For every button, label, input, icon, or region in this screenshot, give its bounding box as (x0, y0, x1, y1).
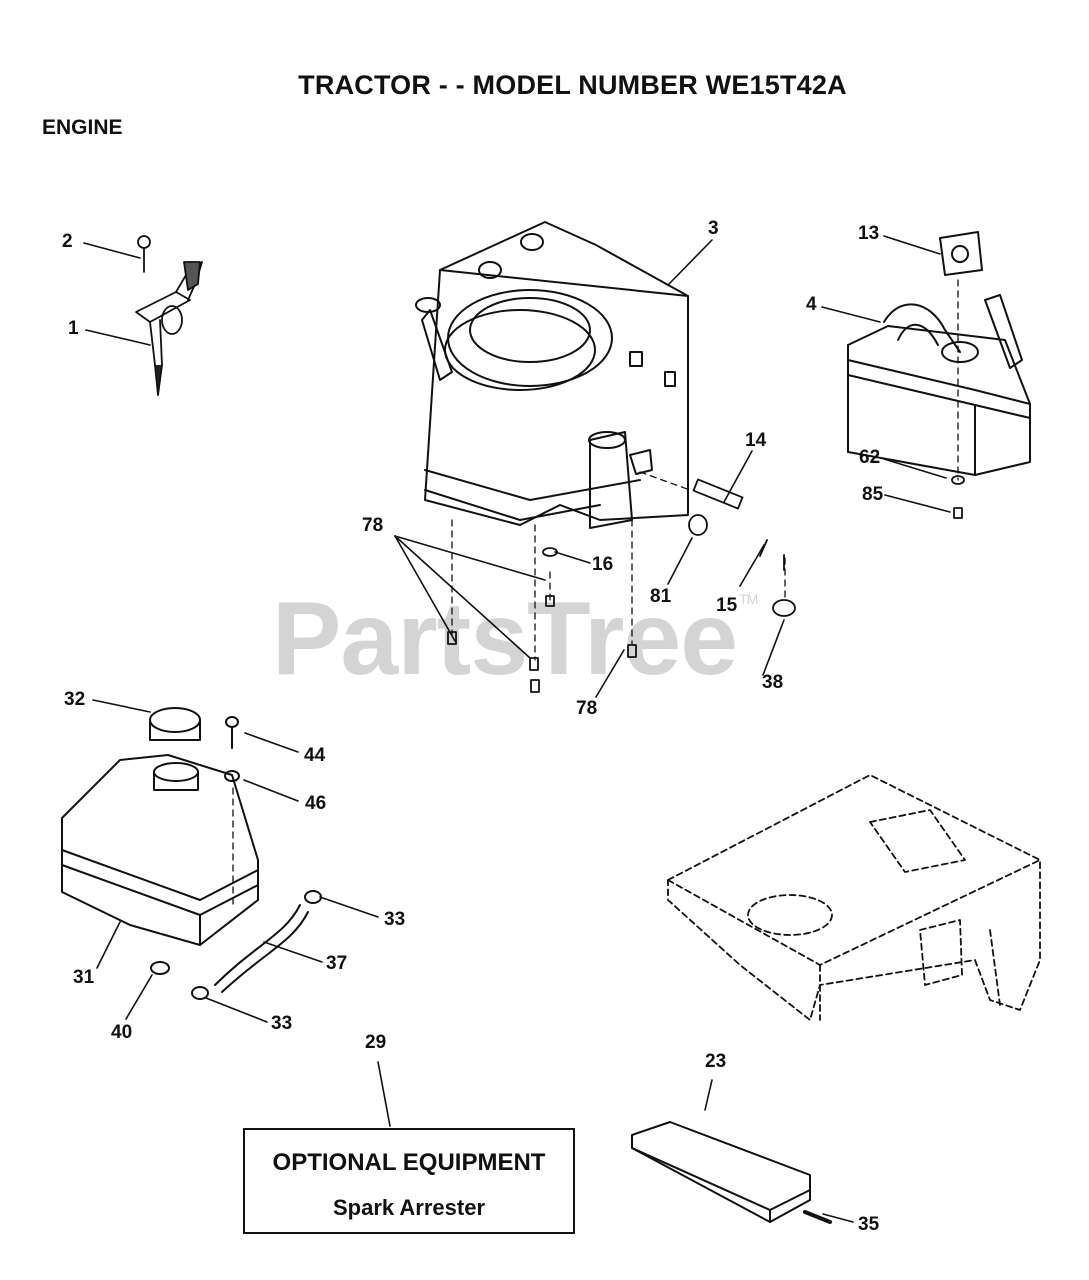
callout-40: 40 (111, 1022, 133, 1043)
callout-4: 4 (806, 294, 817, 315)
callout-62: 62 (859, 447, 881, 468)
callout-85: 85 (862, 484, 884, 505)
mounting-plate (667, 774, 1041, 1021)
callout-23: 23 (705, 1051, 727, 1072)
callout-33-lower: 33 (271, 1013, 293, 1034)
page-title: TRACTOR - - MODEL NUMBER WE15T42A (298, 70, 847, 100)
callout-1: 1 (68, 318, 79, 339)
callout-3: 3 (708, 218, 719, 239)
callout-15: 15 (716, 595, 738, 616)
shield (631, 1121, 832, 1224)
watermark-text: PartsTree (272, 581, 738, 697)
callout-32: 32 (64, 689, 86, 710)
callout-78-cluster: 78 (362, 515, 384, 536)
callout-16: 16 (592, 554, 614, 575)
callout-33-upper: 33 (384, 909, 406, 930)
optional-equipment-heading: OPTIONAL EQUIPMENT (272, 1149, 546, 1176)
callout-81: 81 (650, 586, 672, 607)
callout-37: 37 (326, 953, 348, 974)
fuel-tank (61, 707, 322, 1000)
callout-44: 44 (304, 745, 326, 766)
engine (415, 221, 689, 529)
assembly-lines (232, 279, 959, 906)
callout-29: 29 (365, 1032, 387, 1053)
callout-38: 38 (762, 672, 784, 693)
callout-78-single: 78 (576, 698, 598, 719)
optional-equipment-box: OPTIONAL EQUIPMENT Spark Arrester (243, 1128, 575, 1234)
callout-35: 35 (858, 1214, 880, 1235)
leader-lines (83, 235, 951, 1223)
callout-13: 13 (858, 223, 880, 244)
throttle-control (135, 235, 203, 396)
muffler (847, 231, 1031, 476)
callout-31: 31 (73, 967, 95, 988)
section-title: ENGINE (42, 116, 123, 139)
watermark-trademark: TM (739, 591, 758, 607)
optional-equipment-item: Spark Arrester (332, 1195, 486, 1220)
callout-2: 2 (62, 231, 73, 252)
hardware (447, 475, 965, 693)
callout-46: 46 (305, 793, 327, 814)
callout-14: 14 (745, 430, 767, 451)
